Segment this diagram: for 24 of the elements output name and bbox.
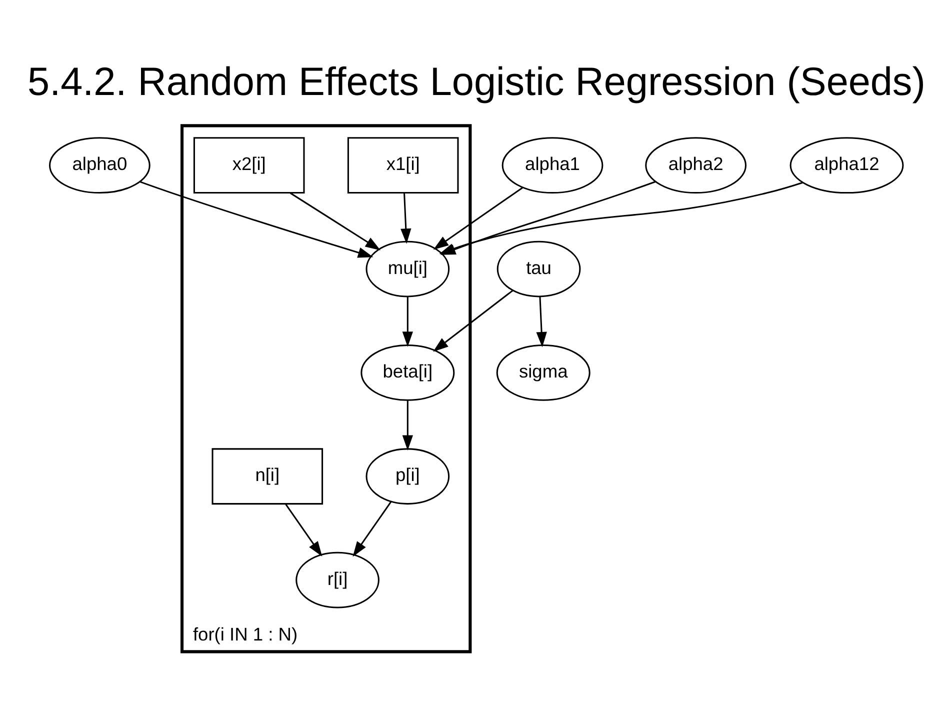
arrow	[289, 192, 380, 250]
diagram-title: 5.4.2. Random Effects Logistic Regression (Seeds)	[27, 59, 925, 104]
node-ellipse: alpha12	[789, 136, 904, 194]
arrow	[284, 503, 322, 556]
node-ellipse: p[i]	[365, 448, 450, 504]
node-ellipse: alpha0	[48, 136, 150, 194]
node-ellipse: alpha2	[644, 136, 746, 194]
arrow	[352, 500, 392, 556]
node-ellipse: sigma	[496, 344, 590, 400]
node-ellipse: alpha1	[501, 136, 603, 194]
arrow	[432, 289, 513, 352]
node-box: x2[i]	[192, 136, 304, 194]
arrow	[139, 180, 373, 258]
node-ellipse: mu[i]	[365, 240, 450, 297]
arrow	[400, 192, 411, 244]
node-ellipse: tau	[496, 240, 580, 297]
arrow	[432, 186, 522, 250]
node-ellipse: beta[i]	[360, 344, 454, 400]
arrow	[402, 400, 412, 450]
arrow	[402, 296, 412, 346]
node-box: n[i]	[211, 448, 323, 504]
node-ellipse: r[i]	[295, 551, 379, 608]
node-box: x1[i]	[346, 136, 458, 194]
arrow	[536, 296, 546, 347]
